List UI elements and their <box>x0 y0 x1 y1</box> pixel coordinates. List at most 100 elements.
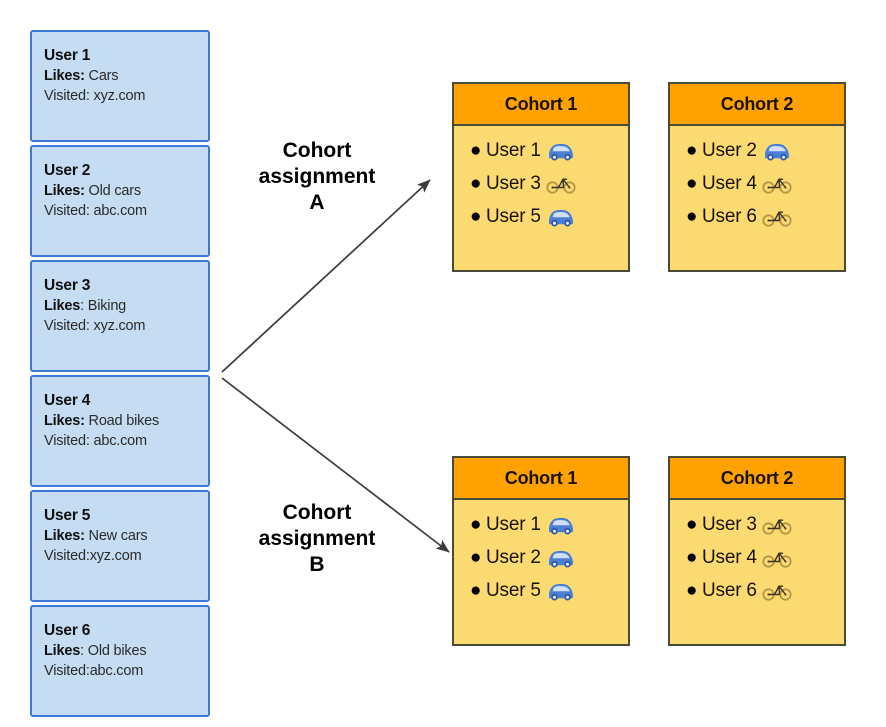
cohort-member-item: ●User 2 <box>470 541 628 574</box>
cohort-title: Cohort 2 <box>670 458 844 500</box>
user-likes: Likes: Biking <box>44 296 208 316</box>
arrow-to-assignment-a <box>221 179 431 373</box>
likes-label: Likes: <box>44 413 85 429</box>
likes-value: Old cars <box>84 183 142 199</box>
label-line-1: Cohort <box>282 501 352 524</box>
likes-label: Likes: <box>44 183 85 199</box>
cohort-member-label: User 3 <box>486 173 541 194</box>
cohort-title: Cohort 2 <box>670 84 844 126</box>
cohort-member-item: ●User 5 <box>470 200 628 233</box>
cohort-title: Cohort 1 <box>454 84 628 126</box>
bicycle-icon <box>762 178 792 194</box>
bullet-icon: ● <box>470 206 482 227</box>
cohort-member-item: ●User 6 <box>686 574 844 607</box>
user-visited: Visited:abc.com <box>44 663 144 679</box>
cohort-member-label: User 2 <box>486 547 541 568</box>
user-visited: Visited: xyz.com <box>44 88 146 104</box>
cohort-member-item: ●User 3 <box>470 167 628 200</box>
car-icon <box>548 517 573 534</box>
cohort-assignment-b-label: Cohort assignment B <box>232 500 402 578</box>
user-card[interactable]: User 3 Likes: Biking Visited: xyz.com <box>30 260 210 372</box>
cohort-member-item: ●User 2 <box>686 134 844 167</box>
cohort-member-list: ●User 3●User 4●User 6 <box>670 500 844 607</box>
cohort-member-label: User 5 <box>486 580 541 601</box>
cohort-member-item: ●User 1 <box>470 134 628 167</box>
user-visited: Visited: xyz.com <box>44 318 146 334</box>
label-line-2: assignment <box>258 165 376 188</box>
user-likes: Likes: New cars <box>44 526 208 546</box>
car-icon <box>548 583 573 600</box>
user-card[interactable]: User 4 Likes: Road bikes Visited: abc.co… <box>30 375 210 487</box>
cohort-member-item: ●User 6 <box>686 200 844 233</box>
bicycle-icon <box>762 552 792 568</box>
cohort-member-label: User 4 <box>702 547 757 568</box>
likes-value: : Old bikes <box>80 643 147 659</box>
bullet-icon: ● <box>470 580 482 601</box>
cohort-assignment-a-label: Cohort assignment A <box>232 138 402 216</box>
user-card[interactable]: User 5 Likes: New cars Visited:xyz.com <box>30 490 210 602</box>
car-icon <box>548 143 573 160</box>
cohort-member-list: ●User 2●User 4●User 6 <box>670 126 844 233</box>
bullet-icon: ● <box>470 140 482 161</box>
user-name: User 4 <box>44 392 91 409</box>
cohort-member-label: User 3 <box>702 514 757 535</box>
cohort-box[interactable]: Cohort 2 ●User 2●User 4●User 6 <box>668 82 846 272</box>
likes-value: Road bikes <box>84 413 160 429</box>
label-line-3: A <box>309 191 325 214</box>
cohort-member-label: User 1 <box>486 514 541 535</box>
bullet-icon: ● <box>470 514 482 535</box>
car-icon <box>548 550 573 567</box>
cohort-member-item: ●User 4 <box>686 541 844 574</box>
cohort-member-list: ●User 1●User 2●User 5 <box>454 500 628 607</box>
user-likes: Likes: Old cars <box>44 181 208 201</box>
user-name: User 5 <box>44 507 91 524</box>
bullet-icon: ● <box>470 173 482 194</box>
bicycle-icon <box>762 211 792 227</box>
user-card[interactable]: User 2 Likes: Old cars Visited: abc.com <box>30 145 210 257</box>
bicycle-icon <box>762 519 792 535</box>
user-visited: Visited: abc.com <box>44 433 147 449</box>
likes-label: Likes: <box>44 528 85 544</box>
user-visited: Visited: abc.com <box>44 203 147 219</box>
cohort-member-item: ●User 5 <box>470 574 628 607</box>
likes-label: Likes <box>44 643 81 659</box>
cohort-member-item: ●User 3 <box>686 508 844 541</box>
user-name: User 3 <box>44 277 91 294</box>
cohort-member-label: User 5 <box>486 206 541 227</box>
bullet-icon: ● <box>470 547 482 568</box>
bullet-icon: ● <box>686 580 698 601</box>
cohort-box[interactable]: Cohort 1 ●User 1●User 3●User 5 <box>452 82 630 272</box>
likes-label: Likes: <box>44 68 85 84</box>
user-likes: Likes: Old bikes <box>44 641 208 661</box>
cohort-member-item: ●User 1 <box>470 508 628 541</box>
user-card[interactable]: User 1 Likes: Cars Visited: xyz.com <box>30 30 210 142</box>
car-icon <box>548 209 573 226</box>
cohort-box[interactable]: Cohort 1 ●User 1●User 2●User 5 <box>452 456 630 646</box>
cohort-member-label: User 6 <box>702 580 757 601</box>
bullet-icon: ● <box>686 173 698 194</box>
cohort-member-label: User 4 <box>702 173 757 194</box>
bullet-icon: ● <box>686 140 698 161</box>
arrow-to-assignment-b <box>221 377 450 553</box>
cohort-title: Cohort 1 <box>454 458 628 500</box>
bicycle-icon <box>762 585 792 601</box>
cohort-member-list: ●User 1●User 3●User 5 <box>454 126 628 233</box>
label-line-2: assignment <box>258 527 376 550</box>
likes-value: : Biking <box>80 298 127 314</box>
user-name: User 2 <box>44 162 91 179</box>
cohort-member-item: ●User 4 <box>686 167 844 200</box>
user-card[interactable]: User 6 Likes: Old bikes Visited:abc.com <box>30 605 210 717</box>
likes-label: Likes <box>44 298 81 314</box>
car-icon <box>764 143 789 160</box>
label-line-1: Cohort <box>282 139 352 162</box>
bullet-icon: ● <box>686 514 698 535</box>
user-likes: Likes: Road bikes <box>44 411 208 431</box>
bicycle-icon <box>546 178 576 194</box>
user-likes: Likes: Cars <box>44 66 208 86</box>
cohort-member-label: User 2 <box>702 140 757 161</box>
likes-value: Cars <box>84 68 119 84</box>
cohort-box[interactable]: Cohort 2 ●User 3●User 4●User 6 <box>668 456 846 646</box>
label-line-3: B <box>309 553 325 576</box>
user-profile-list: User 1 Likes: Cars Visited: xyz.com User… <box>30 30 210 720</box>
